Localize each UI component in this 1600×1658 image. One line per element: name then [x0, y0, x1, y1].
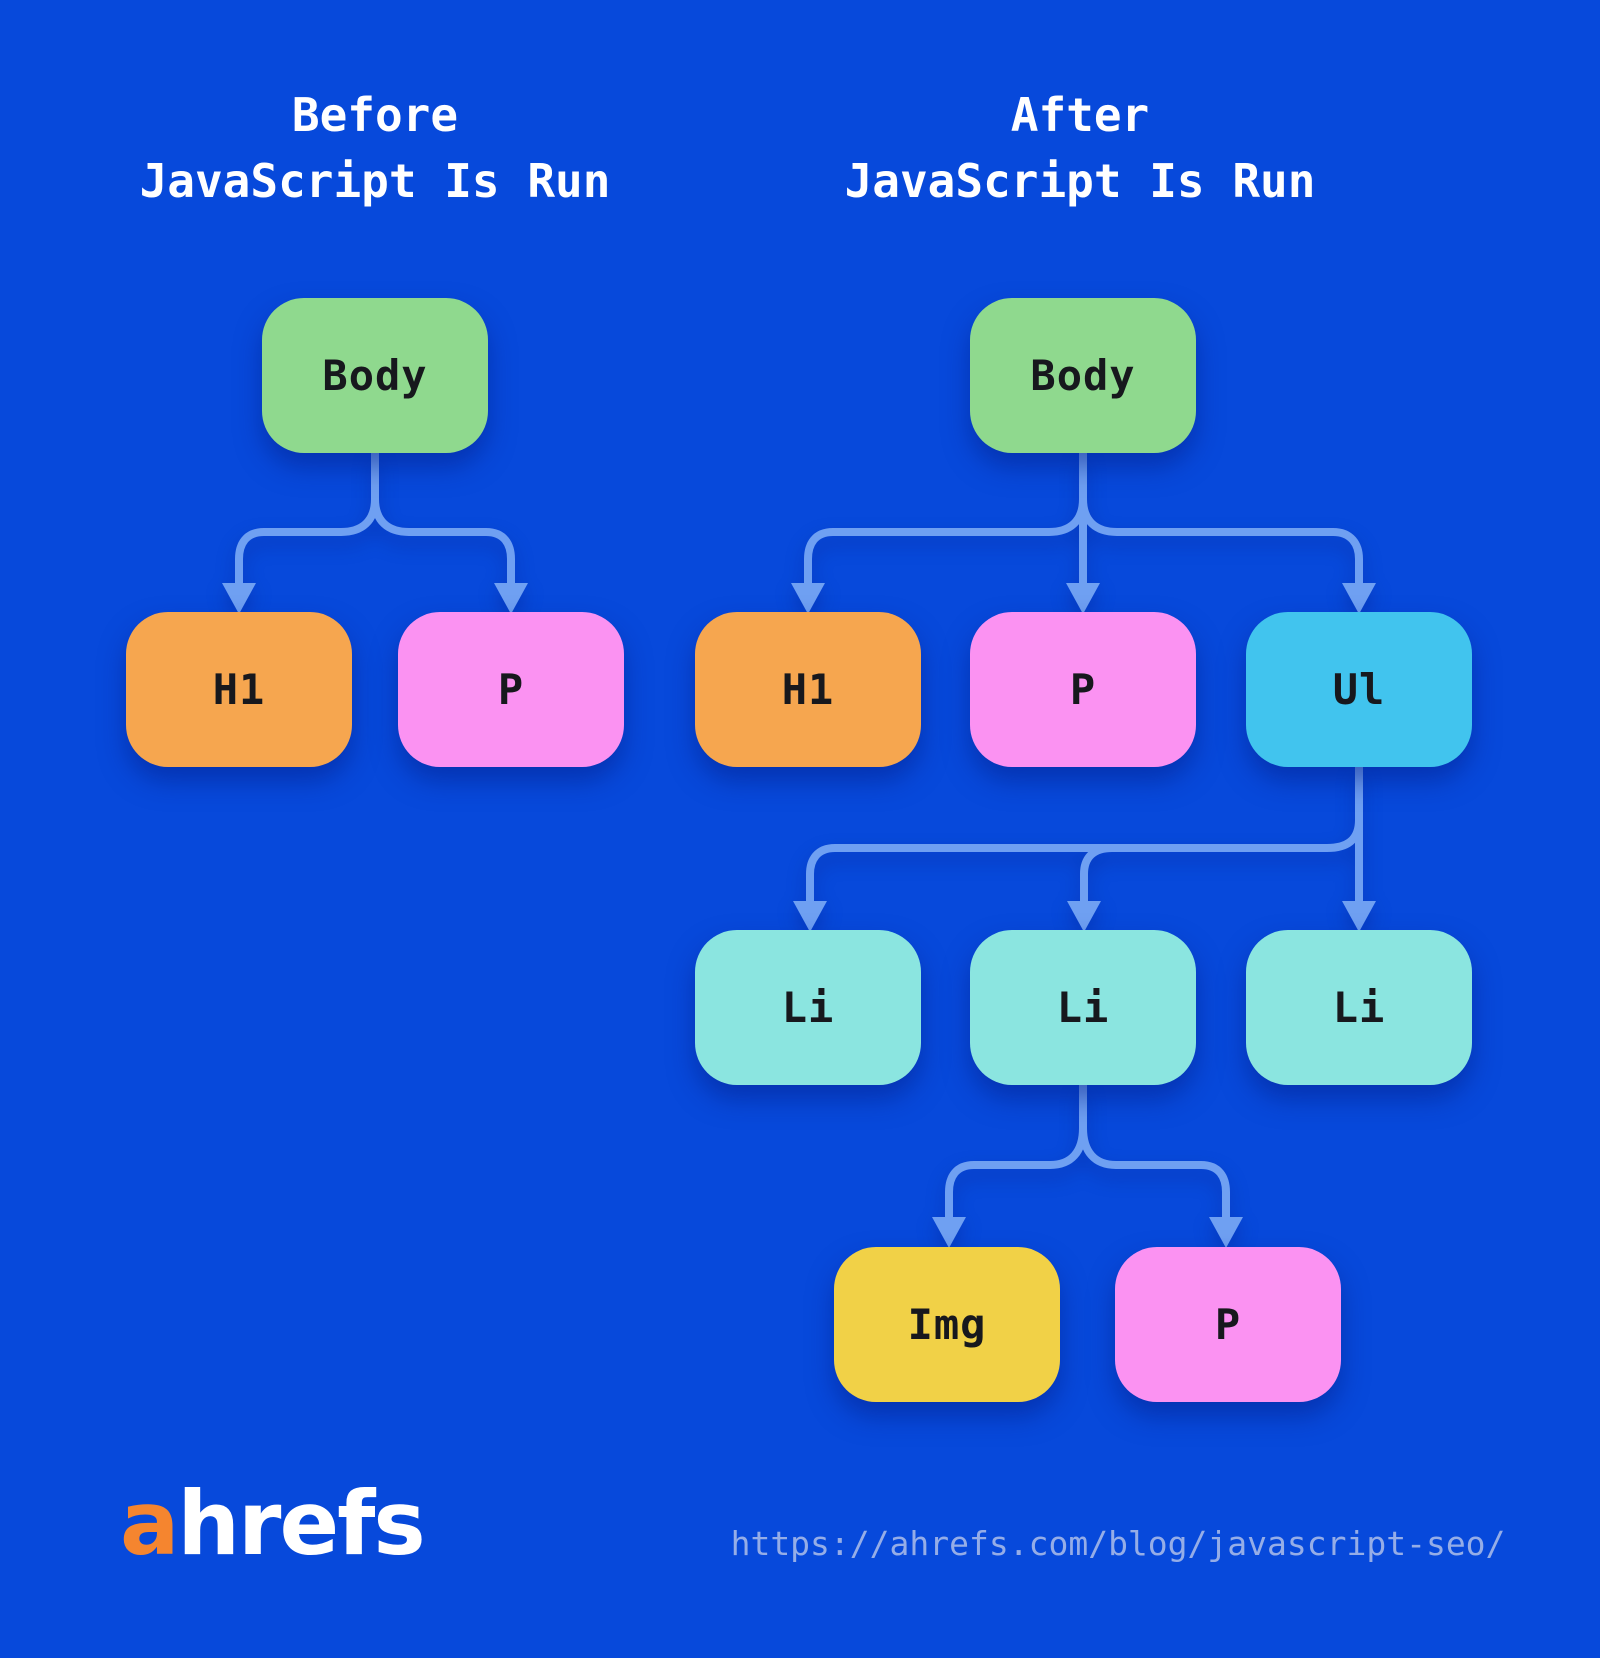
- arrowhead-before-p: [494, 583, 528, 614]
- node-after-img-label: Img: [907, 1300, 987, 1349]
- arrowhead-after-img: [932, 1217, 966, 1248]
- heading-after: After JavaScript Is Run: [760, 82, 1400, 214]
- connector-after-ul-children: [793, 767, 1376, 932]
- ahrefs-logo: ahrefs: [120, 1472, 426, 1575]
- arrowhead-after-p: [1066, 583, 1100, 614]
- node-after-p: P: [970, 612, 1196, 767]
- connector-after-li2-children: [932, 1085, 1243, 1248]
- heading-before-line2: JavaScript Is Run: [139, 154, 611, 208]
- arrowhead-after-li2: [1067, 901, 1101, 932]
- node-before-h1-label: H1: [212, 665, 266, 714]
- arrowhead-before-h1: [222, 583, 256, 614]
- node-after-li3: Li: [1246, 930, 1472, 1085]
- heading-before: Before JavaScript Is Run: [55, 82, 695, 214]
- node-after-li3-label: Li: [1332, 983, 1386, 1032]
- node-after-li2-p-label: P: [1214, 1300, 1242, 1349]
- node-after-body-label: Body: [1030, 351, 1136, 400]
- node-after-li2-p: P: [1115, 1247, 1341, 1402]
- arrowhead-after-li3: [1342, 901, 1376, 932]
- node-before-body-label: Body: [322, 351, 428, 400]
- heading-after-line2: JavaScript Is Run: [844, 154, 1316, 208]
- arrowhead-after-ul: [1342, 583, 1376, 614]
- heading-before-line1: Before: [291, 88, 459, 142]
- node-after-body: Body: [970, 298, 1196, 453]
- node-after-ul: Ul: [1246, 612, 1472, 767]
- arrowhead-after-li2-p: [1209, 1217, 1243, 1248]
- arrowhead-after-li1: [793, 901, 827, 932]
- connector-after-body-children: [791, 453, 1376, 614]
- node-before-body: Body: [262, 298, 488, 453]
- ahrefs-logo-rest: hrefs: [177, 1472, 425, 1575]
- ahrefs-logo-a: a: [120, 1472, 179, 1575]
- node-after-li2-label: Li: [1056, 983, 1110, 1032]
- node-after-img: Img: [834, 1247, 1060, 1402]
- source-url: https://ahrefs.com/blog/javascript-seo/: [730, 1524, 1506, 1563]
- node-after-li2: Li: [970, 930, 1196, 1085]
- node-after-li1-label: Li: [781, 983, 835, 1032]
- node-before-p: P: [398, 612, 624, 767]
- node-after-p-label: P: [1069, 665, 1097, 714]
- connector-before-body-children: [222, 453, 528, 614]
- node-before-h1: H1: [126, 612, 352, 767]
- heading-after-line1: After: [1010, 88, 1150, 142]
- node-after-li1: Li: [695, 930, 921, 1085]
- node-before-p-label: P: [497, 665, 525, 714]
- node-after-h1-label: H1: [781, 665, 835, 714]
- arrowhead-after-h1: [791, 583, 825, 614]
- node-after-ul-label: Ul: [1332, 665, 1386, 714]
- node-after-h1: H1: [695, 612, 921, 767]
